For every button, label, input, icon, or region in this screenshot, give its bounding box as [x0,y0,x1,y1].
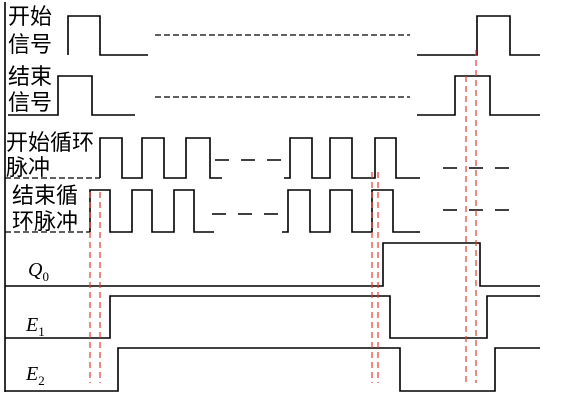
wave-end-signal [8,75,540,116]
label-end-line1: 结束 [8,65,52,90]
label-e1: E1 [25,314,45,339]
label-end-pulse-line1: 结束循 [12,184,78,209]
wave-start-loop-pulse [99,137,520,179]
label-start-pulse-line2: 脉冲 [6,156,50,181]
label-q0: Q0 [28,259,49,284]
wave-start-signal [67,15,540,56]
wave-q0 [5,242,540,287]
wave-end-loop-pulse [89,189,520,233]
label-start-pulse-line1: 开始循环 [6,131,94,156]
wave-e1 [5,295,540,339]
label-e2: E2 [25,363,45,388]
wave-e2 [5,347,540,392]
label-start-line1: 开始 [8,5,52,30]
label-end-line2: 信号 [8,91,52,116]
label-end-pulse-line2: 环脉冲 [12,210,78,235]
label-start-line2: 信号 [8,33,52,58]
red-timing-markers [89,50,477,383]
